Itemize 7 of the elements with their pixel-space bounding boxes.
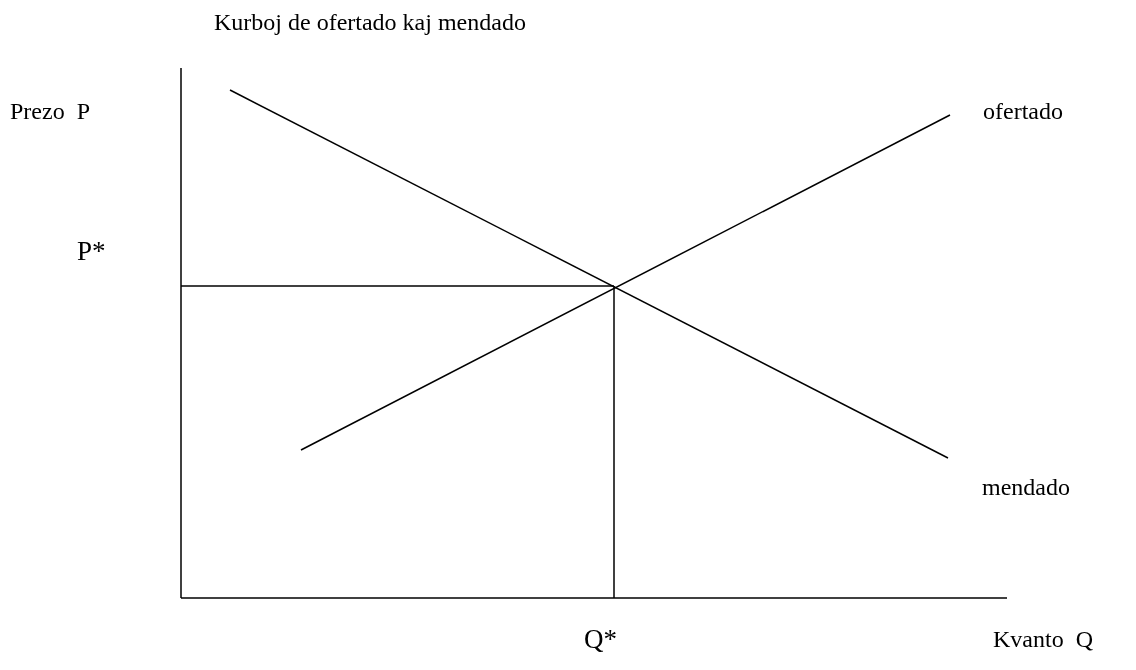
curve-label: ofertado [983,97,1063,126]
axis-label: Kvanto Q [993,625,1093,654]
curve-label: mendado [982,473,1070,502]
axis-label: Prezo P [10,97,90,126]
equilibrium-label: Q* [584,624,617,654]
equilibrium-label: P* [77,236,106,266]
chart-title: Kurboj de ofertado kaj mendado [214,8,526,36]
